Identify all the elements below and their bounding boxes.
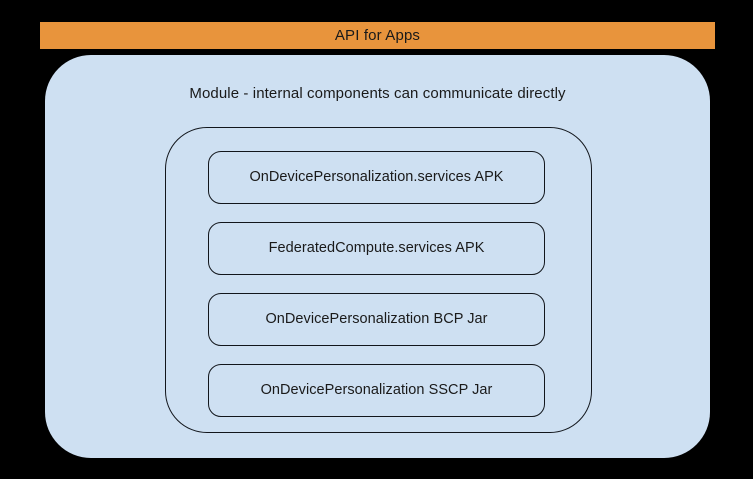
component-label: OnDevicePersonalization SSCP Jar (260, 382, 493, 399)
component-box: OnDevicePersonalization.services APK (208, 151, 545, 204)
component-box: OnDevicePersonalization SSCP Jar (208, 364, 545, 417)
module-caption: Module - internal components can communi… (189, 85, 566, 102)
component-label: OnDevicePersonalization.services APK (249, 169, 504, 186)
api-banner-label: API for Apps (334, 27, 421, 44)
api-for-apps-banner: API for Apps (40, 22, 715, 49)
component-label: FederatedCompute.services APK (268, 240, 485, 257)
component-list: OnDevicePersonalization.services APK Fed… (208, 151, 545, 417)
internal-components-group (165, 127, 592, 433)
component-label: OnDevicePersonalization BCP Jar (265, 311, 488, 328)
module-panel: Module - internal components can communi… (45, 55, 710, 458)
component-box: OnDevicePersonalization BCP Jar (208, 293, 545, 346)
component-box: FederatedCompute.services APK (208, 222, 545, 275)
